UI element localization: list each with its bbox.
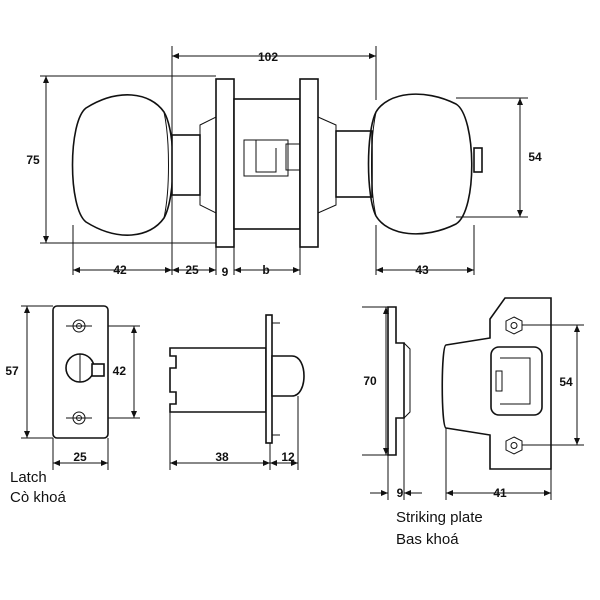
left-spindle — [171, 134, 201, 196]
dim-25-latch: 25 — [73, 450, 87, 464]
latch-caption-en: Latch — [10, 469, 47, 486]
latch-bolt — [271, 355, 305, 397]
dim-54-strike: 54 — [559, 375, 573, 389]
dim-b: b — [262, 263, 269, 277]
dim-70: 70 — [363, 374, 377, 388]
left-rose — [215, 78, 235, 248]
strike-caption-vi: Bas khoá — [396, 531, 459, 548]
dim-12: 12 — [281, 450, 295, 464]
strike-hole-bottom — [505, 436, 523, 455]
right-knob — [367, 93, 473, 235]
latch-plate-side — [265, 314, 273, 444]
dim-54: 54 — [528, 150, 542, 164]
dim-42-latch: 42 — [113, 364, 127, 378]
latch-drawing: 57 42 25 38 12 Latch Cò khoá — [5, 305, 305, 506]
strike-side — [387, 306, 405, 456]
dim-43: 43 — [415, 263, 429, 277]
left-knob — [71, 94, 174, 236]
striking-plate-drawing: 70 9 41 54 Striking plate Bas khoá — [362, 297, 584, 548]
dim-57: 57 — [5, 364, 19, 378]
dim-9-strike: 9 — [397, 486, 404, 500]
dim-102: 102 — [258, 50, 278, 64]
latch-body — [169, 347, 267, 413]
dim-25: 25 — [185, 263, 199, 277]
dim-42: 42 — [113, 263, 127, 277]
strike-hole-top — [505, 316, 523, 335]
dim-75: 75 — [26, 153, 40, 167]
turn-button — [473, 147, 483, 173]
dim-38: 38 — [215, 450, 229, 464]
right-spindle — [335, 130, 373, 198]
chassis — [233, 98, 301, 230]
strike-caption-en: Striking plate — [396, 509, 483, 526]
latch-caption-vi: Cò khoá — [10, 489, 67, 506]
right-rose — [299, 78, 319, 248]
strike-box — [490, 346, 543, 416]
dim-9: 9 — [222, 265, 229, 279]
knobset-drawing: 102 75 42 25 9 b 43 54 — [26, 46, 542, 279]
dim-41: 41 — [493, 486, 507, 500]
